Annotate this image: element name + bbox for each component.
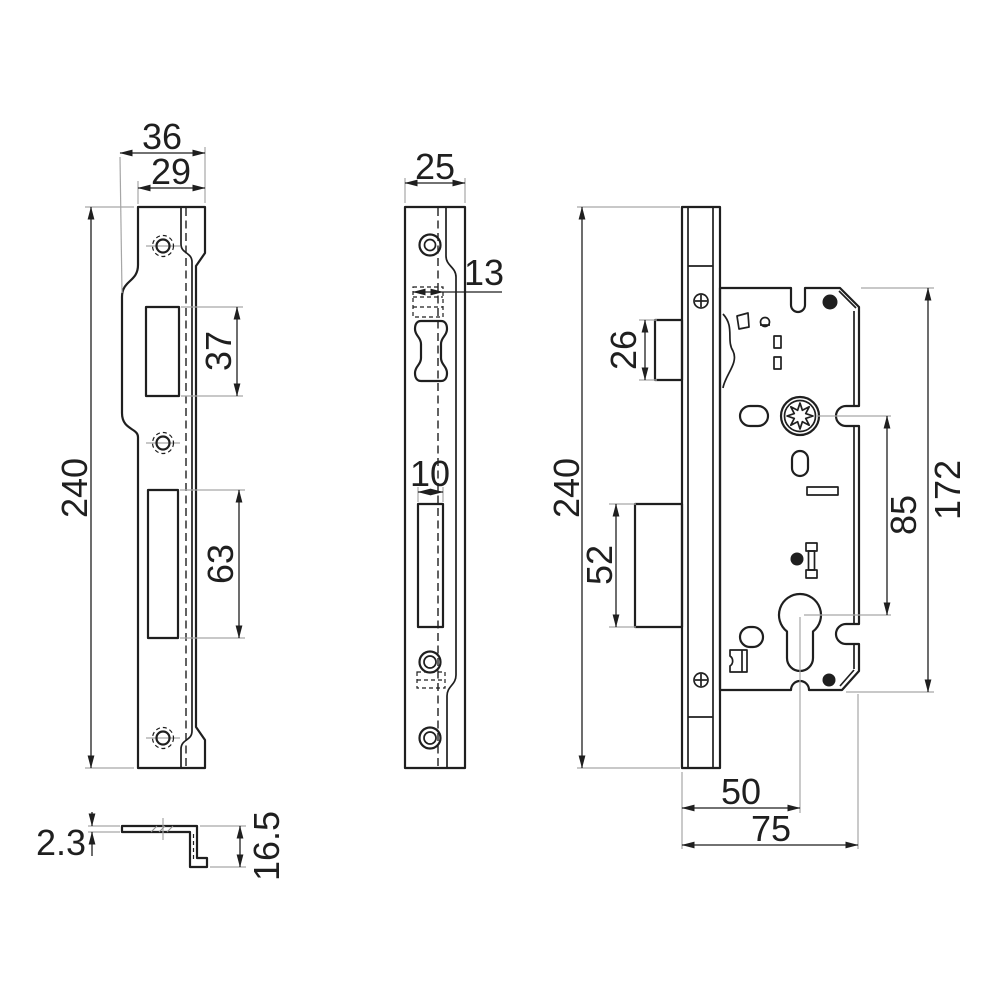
dim-latch-height: 26 <box>603 330 644 370</box>
strike-plate-section-view <box>120 818 209 869</box>
dim-latch-channel-width: 13 <box>464 252 504 293</box>
forend-front-view <box>403 205 467 770</box>
slot-detail <box>773 335 782 349</box>
dim-deadbolt-height: 52 <box>579 545 620 585</box>
screw-hole <box>418 726 442 750</box>
deadbolt-cutout <box>146 488 180 640</box>
screw-hole <box>146 234 180 258</box>
mounting-screw <box>693 293 709 309</box>
dim-follower-to-cylinder: 85 <box>883 495 924 535</box>
oval-hole <box>790 449 810 478</box>
latch-cutout <box>144 305 181 398</box>
forend-lip-edge <box>445 207 457 768</box>
screw-hole <box>146 726 180 750</box>
strike-plate-front-view <box>120 205 207 770</box>
forend-outline <box>403 205 467 770</box>
latch-channel-hidden <box>412 286 444 318</box>
pin-detail <box>759 316 771 328</box>
slot-detail <box>773 356 782 370</box>
case-chamfer-inner-line <box>838 290 857 309</box>
section-dimensions: 2.3 16.5 <box>36 811 287 881</box>
dim-backset: 50 <box>721 771 761 812</box>
latch-bolt-face <box>413 319 449 383</box>
dim-lip-height: 16.5 <box>246 811 287 881</box>
mounting-screw <box>693 672 709 688</box>
latch-bolt <box>653 318 684 382</box>
section-hatching <box>150 825 174 833</box>
hidden-slot <box>416 671 446 689</box>
dim-strike-length: 240 <box>54 458 95 518</box>
screw-hole <box>146 431 180 455</box>
dim-strike-inner-width: 29 <box>151 151 191 192</box>
screw-hole <box>418 233 442 257</box>
bolt-stop-detail <box>729 649 748 673</box>
dim-plate-thickness: 2.3 <box>36 822 86 863</box>
strike-plate-lip-edge <box>180 207 193 768</box>
dim-deadbolt-slot-width: 10 <box>410 453 450 494</box>
dim-latch-cutout-height: 37 <box>198 331 239 371</box>
rivet-dot <box>790 552 804 566</box>
slot-detail <box>806 486 839 496</box>
oval-hole <box>738 404 770 428</box>
dim-strike-outer-width: 36 <box>142 116 182 157</box>
spring-guide-detail <box>805 542 818 579</box>
lock-case-outline <box>718 286 861 692</box>
stop-flag-detail <box>736 312 750 330</box>
dim-body-length: 240 <box>546 458 587 518</box>
follower-star-hole <box>786 402 814 430</box>
forend-dimensions: 25 13 10 <box>404 146 504 502</box>
deadbolt-slot <box>416 502 445 629</box>
dim-case-depth: 75 <box>751 808 791 849</box>
dim-deadbolt-cutout-height: 63 <box>200 544 241 584</box>
screw-hole <box>418 650 442 674</box>
strike-plate-outline <box>120 205 207 770</box>
latch-tail-curve <box>722 313 736 389</box>
section-profile <box>120 824 209 869</box>
dim-forend-width: 25 <box>415 146 455 187</box>
oval-hole <box>738 625 765 649</box>
case-chamfer-inner-line <box>839 669 855 687</box>
spindle-follower <box>779 395 821 437</box>
rivet-dot <box>822 294 838 310</box>
deadbolt <box>633 502 684 629</box>
dim-case-height: 172 <box>927 460 968 520</box>
strike-plate-dimensions: 36 29 240 37 63 <box>54 116 245 769</box>
lock-body-dimensions: 240 26 52 85 172 50 75 <box>546 206 968 849</box>
lock-body-side-view <box>633 205 861 770</box>
rivet-dot <box>822 673 836 687</box>
